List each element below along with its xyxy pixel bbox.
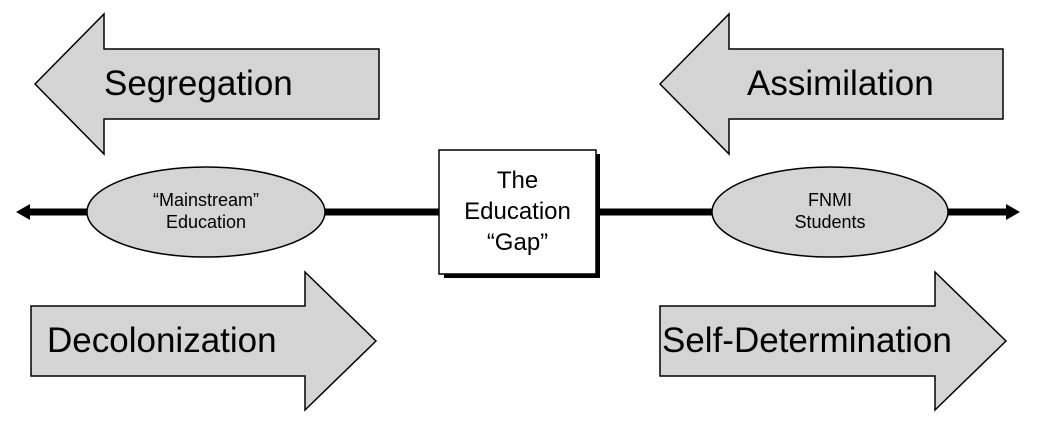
mainstream-education-label: “Mainstream” Education: [126, 190, 286, 234]
segregation-arrow: [33, 12, 380, 156]
self-determination-label: Self-Determination: [662, 321, 952, 360]
mainstream-label-line2: Education: [165, 211, 247, 232]
education-gap-label: The Education “Gap”: [439, 165, 596, 259]
gap-line1: The: [496, 167, 539, 194]
fnmi-students-label: FNMI Students: [750, 190, 910, 234]
assimilation-label: Assimilation: [747, 64, 934, 103]
segregation-label: Segregation: [104, 64, 293, 103]
gap-line3: “Gap”: [486, 229, 549, 257]
gap-line2: Education: [464, 198, 571, 226]
center-box: [438, 149, 597, 275]
fnmi-label-line1: FNMI: [808, 190, 852, 210]
fnmi-label-line2: Students: [794, 211, 866, 232]
mainstream-education-ellipse: [86, 166, 326, 258]
decolonization-arrow: [30, 270, 378, 412]
axis-left-arrowhead: [16, 204, 30, 220]
axis-right-arrowhead: [1006, 204, 1020, 220]
fnmi-students-ellipse: [711, 166, 949, 258]
self-determination-arrow: [659, 270, 1008, 412]
decolonization-label: Decolonization: [47, 321, 277, 360]
assimilation-arrow: [658, 12, 1004, 156]
mainstream-label-line1: “Mainstream”: [152, 190, 259, 210]
